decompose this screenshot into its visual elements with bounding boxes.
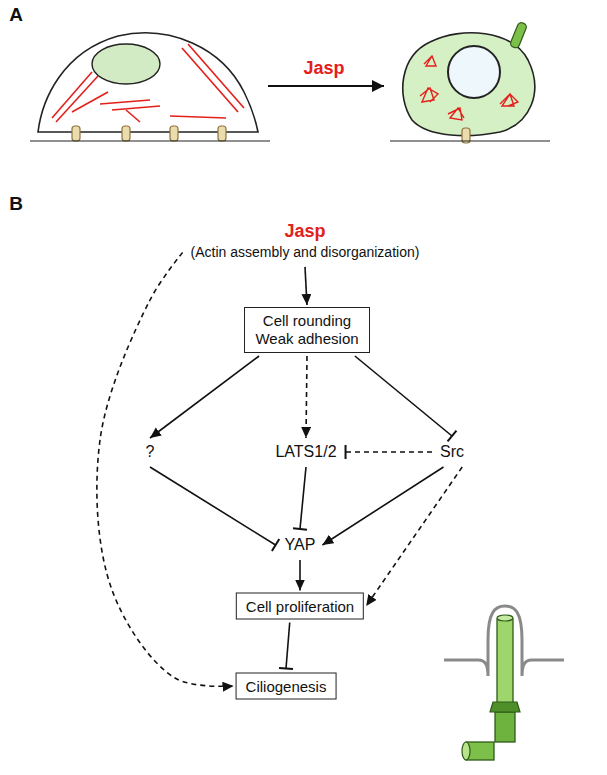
- primary-cilium: [509, 21, 527, 48]
- nucleus: [448, 46, 500, 98]
- substrate: [390, 140, 550, 141]
- centriole-end: [462, 742, 470, 760]
- process-box: Cell proliferation: [246, 598, 354, 615]
- drug-effect-note: (Actin assembly and disorganization): [191, 243, 420, 261]
- cell-outline: [38, 33, 258, 132]
- activation-arrow: [150, 356, 259, 438]
- inhibition-connector: [355, 356, 452, 436]
- protein-label: Src: [440, 443, 464, 461]
- actin-fibers: [52, 44, 244, 122]
- protein-label: YAP: [285, 536, 316, 554]
- process-box: Cell rounding Weak adhesion: [244, 307, 370, 353]
- basal-body: [495, 712, 515, 742]
- unknown-factor: ?: [146, 443, 155, 461]
- axoneme-tip: [497, 615, 513, 621]
- activation-arrow: [299, 560, 301, 591]
- drug-label: Jasp: [191, 221, 420, 243]
- text-node: LATS1/2: [270, 440, 341, 464]
- treatment-arrow: [268, 85, 384, 87]
- protein-label: LATS1/2: [275, 443, 336, 461]
- treatment-label: Jasp: [303, 58, 344, 79]
- text-node: ?: [141, 440, 160, 464]
- rounded-cell: [403, 21, 535, 143]
- nucleus: [92, 44, 160, 84]
- adhesions: [72, 126, 226, 141]
- spread-cell: [38, 33, 258, 141]
- activation-arrow: [305, 267, 307, 305]
- text-node: Src: [435, 440, 469, 464]
- inhibition-connector: [150, 467, 276, 545]
- process-box: Cell proliferation: [236, 593, 364, 620]
- inhibition-connector: [346, 451, 432, 453]
- transition-fibers: [490, 702, 520, 712]
- activation-arrow: [366, 467, 462, 606]
- panel-label: B: [9, 193, 23, 215]
- activation-arrow: [306, 356, 307, 438]
- inhibition-connector: [286, 623, 290, 669]
- inhibition-connector: [300, 467, 306, 529]
- text-node: Jasp(Actin assembly and disorganization): [186, 218, 425, 264]
- actin-aggregates: [420, 56, 518, 120]
- activation-arrow: [97, 252, 234, 686]
- process-box: Ciliogenesis: [236, 673, 337, 700]
- substrate: [30, 140, 270, 141]
- cilium-illustration: [444, 606, 564, 760]
- activation-arrow: [322, 467, 443, 545]
- process-box: Cell rounding Weak adhesion: [254, 312, 360, 348]
- text-node: YAP: [280, 533, 321, 557]
- panel-label: A: [9, 4, 23, 26]
- process-box: Ciliogenesis: [246, 678, 327, 695]
